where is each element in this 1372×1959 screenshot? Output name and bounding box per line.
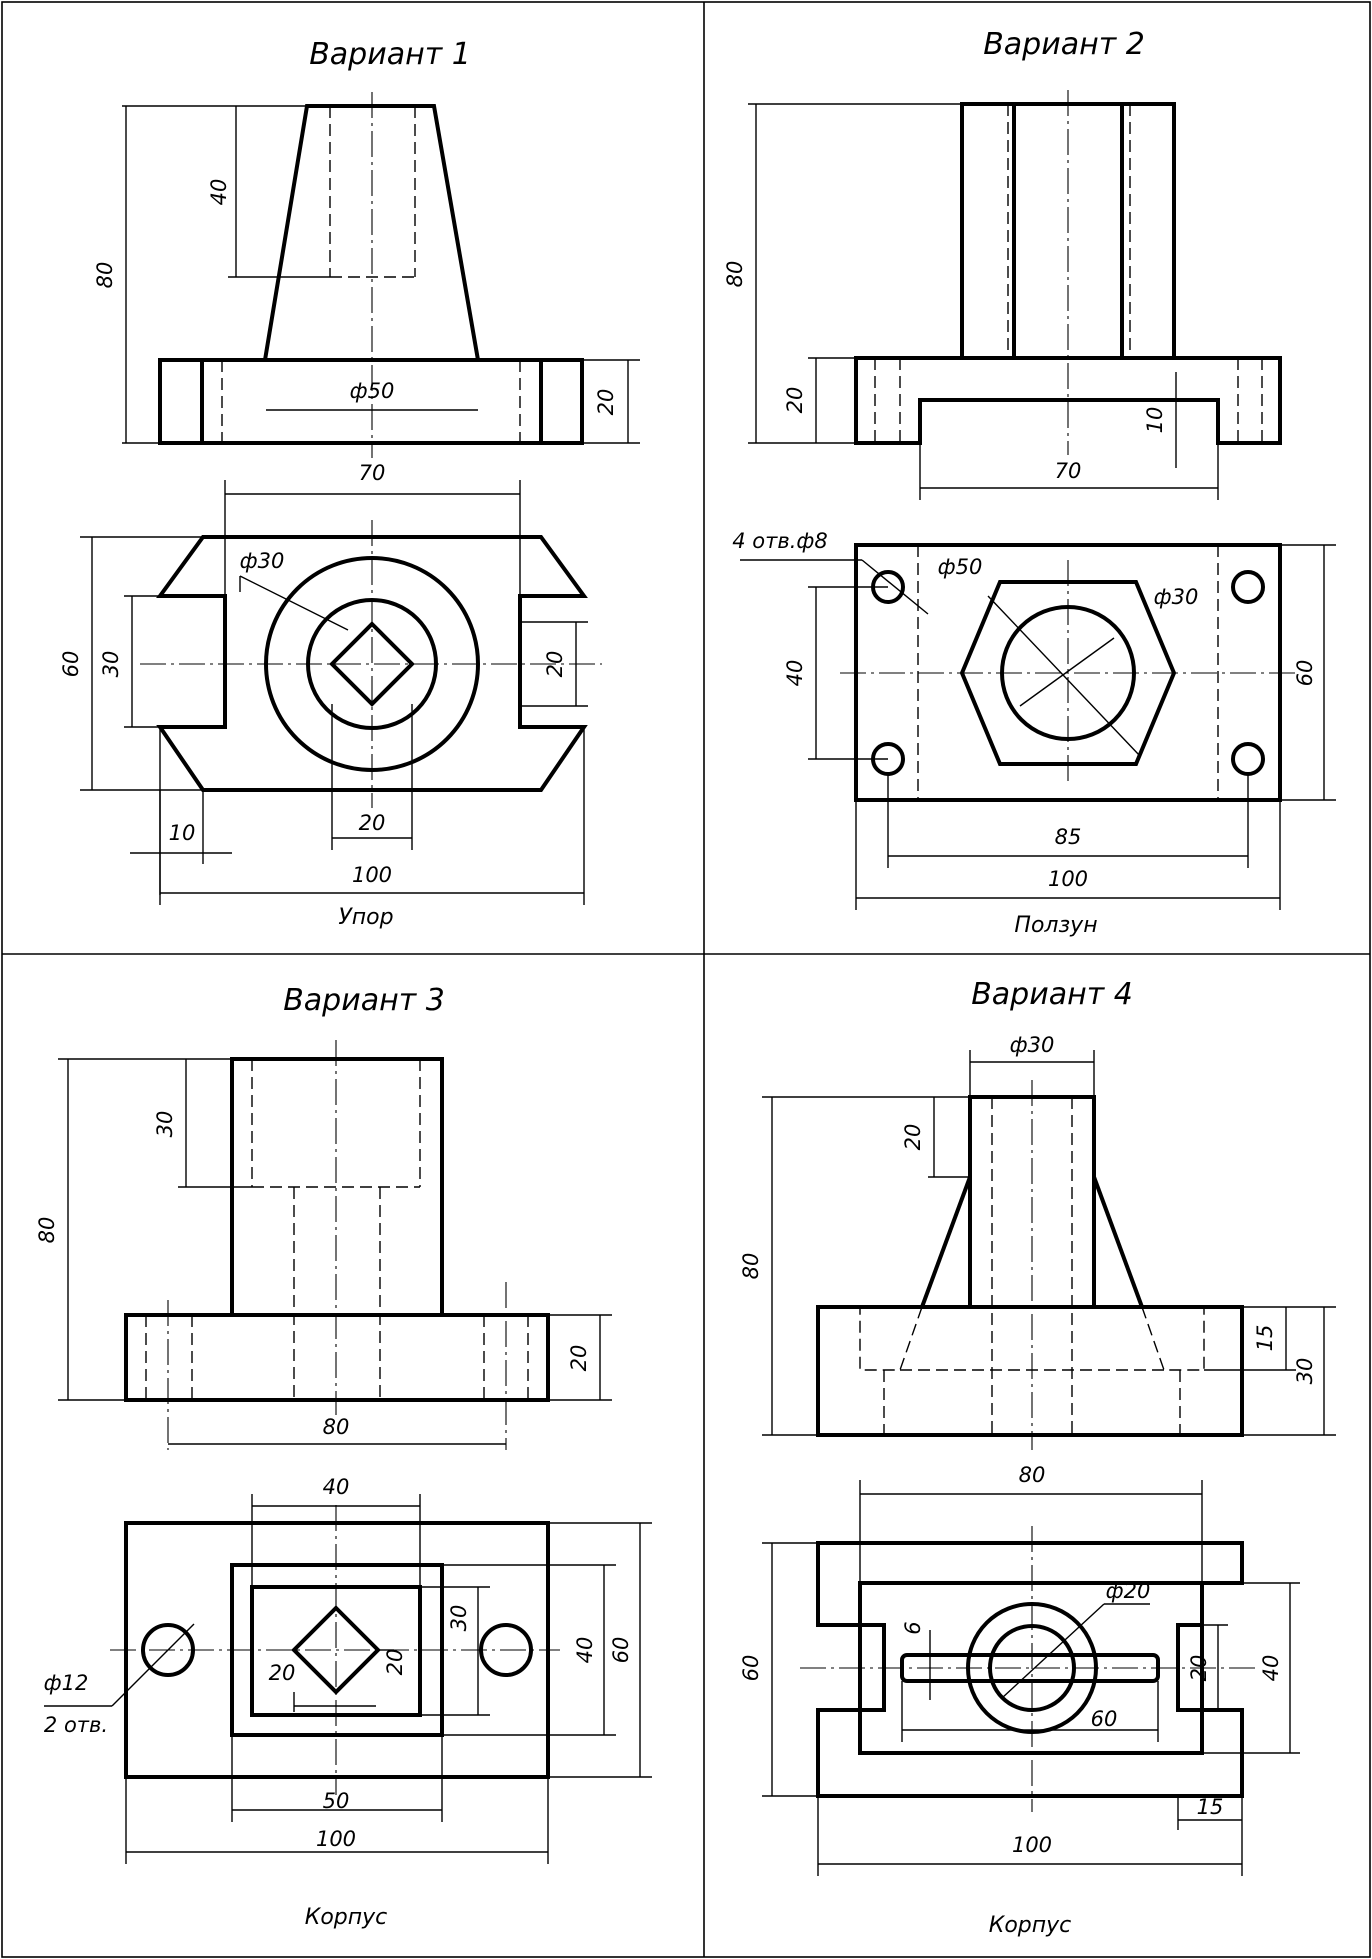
variant-4-panel: Вариант 4 [739,977,1336,1938]
v4-dim-20-slot: 20 [1187,1655,1211,1682]
v3-dim-40: 40 [323,1475,350,1499]
v3-dim-80-holes: 80 [323,1415,350,1439]
v2-dim-holes: 4 отв.ф8 [732,529,827,553]
variant-3-title: Вариант 3 [283,983,445,1018]
v4-dim-20-rib: 20 [901,1124,925,1151]
variant-3-top-view [44,1494,652,1864]
v3-dim-phi12: ф12 [44,1671,89,1695]
v2-dim-85: 85 [1055,825,1082,849]
variant-2-caption: Ползун [1014,913,1097,938]
v1-dim-30: 30 [99,651,123,678]
v2-dim-phi30: ф30 [1154,585,1199,609]
v3-dim-30-pocket: 30 [447,1605,471,1632]
v4-dim-phi30: ф30 [1010,1033,1055,1057]
v2-dim-100: 100 [1048,867,1088,891]
variant-2-panel: Вариант 2 80 20 10 70 [723,27,1336,938]
variant-1-front-view [122,92,640,458]
v4-dim-15: 15 [1253,1325,1277,1352]
v3-dim-20-a: 20 [269,1661,296,1685]
variant-2-title: Вариант 2 [983,27,1145,62]
v3-dim-100: 100 [316,1827,356,1851]
v4-dim-30: 30 [1293,1358,1317,1385]
v4-dim-100: 100 [1012,1833,1052,1857]
v1-dim-phi50: ф50 [350,379,395,403]
variant-3-caption: Корпус [305,1905,388,1930]
v1-dim-10: 10 [169,821,196,845]
v2-dim-phi50: ф50 [938,555,983,579]
v3-dim-50: 50 [323,1789,350,1813]
v2-dim-80: 80 [723,261,747,288]
v1-dim-phi30: ф30 [240,549,285,573]
variant-4-caption: Корпус [989,1913,1072,1938]
v1-dim-80: 80 [93,262,117,289]
v3-dim-80: 80 [35,1217,59,1244]
v2-dim-70: 70 [1055,459,1082,483]
v1-dim-20-slot: 20 [543,651,567,678]
v4-dim-80-inner: 80 [1019,1463,1046,1487]
v4-dim-phi20: ф20 [1106,1579,1151,1603]
v4-dim-60-slot: 60 [1091,1707,1118,1731]
v1-dim-40: 40 [207,179,231,206]
v4-dim-80: 80 [739,1253,763,1280]
v4-dim-60: 60 [739,1655,763,1682]
variant-1-top-view [80,480,602,905]
variant-2-front-view [748,90,1282,500]
variant-2-top-view [740,543,1336,910]
variant-4-top-view [762,1480,1300,1876]
v3-dim-20: 20 [567,1345,591,1372]
variant-1-title: Вариант 1 [309,37,471,72]
v3-dim-30: 30 [153,1111,177,1138]
v2-dim-60: 60 [1293,660,1317,687]
variant-1-panel: Вариант 1 80 40 ф50 20 [59,37,640,930]
v3-dim-20-b: 20 [383,1649,407,1676]
variant-4-front-view [762,1050,1336,1450]
v1-dim-70: 70 [359,461,386,485]
v3-dim-2-holes: 2 отв. [44,1713,108,1737]
v1-dim-100: 100 [352,863,392,887]
v3-dim-40-boss: 40 [573,1637,597,1664]
v1-dim-20-base: 20 [594,389,618,416]
v1-dim-20-square: 20 [359,811,386,835]
variant-3-panel: Вариант 3 80 30 [35,983,652,1930]
variant-3-front-view [58,1040,612,1450]
v3-dim-60: 60 [609,1637,633,1664]
v4-dim-40: 40 [1259,1655,1283,1682]
v2-dim-40: 40 [783,660,807,687]
v2-dim-20: 20 [783,387,807,414]
variant-1-caption: Упор [338,905,393,930]
v1-dim-60: 60 [59,651,83,678]
v4-dim-15-end: 15 [1197,1795,1224,1819]
variant-4-title: Вариант 4 [971,977,1133,1012]
v4-dim-6: 6 [901,1621,925,1634]
v2-dim-10: 10 [1143,407,1167,434]
